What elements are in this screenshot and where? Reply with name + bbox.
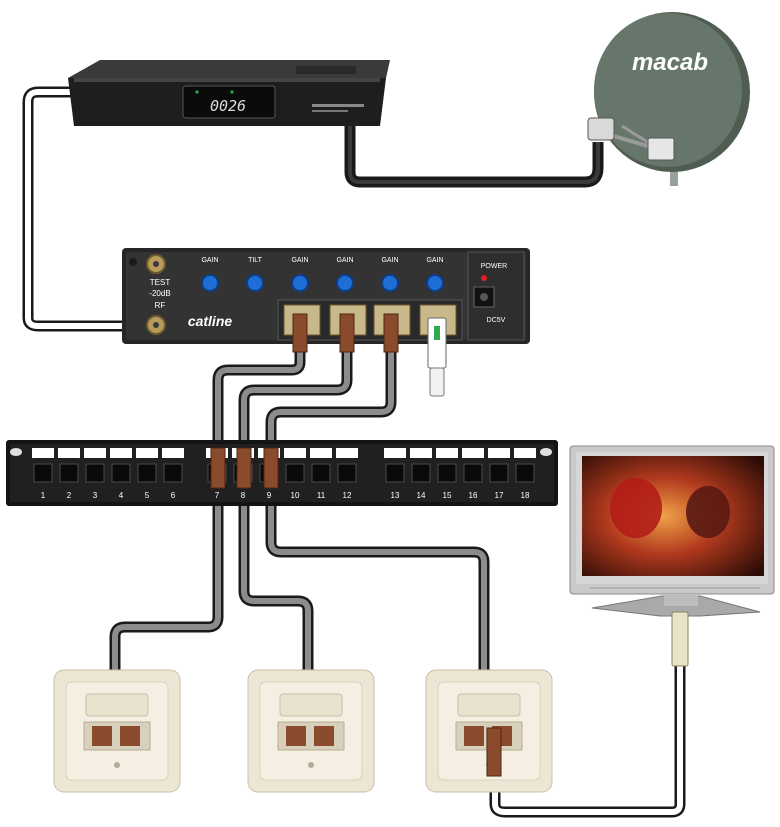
satellite-dish: macab [588,12,750,186]
patch-port-number: 12 [343,491,352,500]
gain-knob[interactable] [427,275,443,291]
patch-port-number: 10 [291,491,300,500]
patch-port-number: 16 [469,491,478,500]
rj45-plug [264,448,278,488]
wall-outlet [54,670,180,792]
satellite-receiver: 0026 [68,60,390,126]
knob-label: GAIN [381,257,398,264]
outlet-port[interactable] [120,726,140,746]
coax-receiver-to-dish [350,125,598,182]
terminator-plug [428,318,446,368]
knob-label: TILT [248,257,263,264]
dish-brand: macab [632,49,708,76]
amplifier: TEST -20dB RF catline GAIN TILT GAIN GAI… [122,248,530,396]
patch-port-number: 14 [417,491,426,500]
amplifier-brand: catline [188,313,233,329]
port-label-strip [110,448,132,458]
patch-port[interactable] [386,464,404,482]
rj45-plug [487,728,501,776]
port-label-strip [162,448,184,458]
patch-port[interactable] [438,464,456,482]
patch-port-number: 5 [145,491,150,500]
patch-port-number: 13 [391,491,400,500]
port-label-strip [84,448,106,458]
outlet-port[interactable] [314,726,334,746]
dc-label: DC5V [487,317,506,324]
port-label-strip [136,448,158,458]
gain-knob[interactable] [337,275,353,291]
tv-screen [582,456,764,576]
outlet-port[interactable] [92,726,112,746]
port-label-strip [410,448,432,458]
outlet-port[interactable] [464,726,484,746]
knob-label: GAIN [426,257,443,264]
patch-port[interactable] [138,464,156,482]
patch-port[interactable] [490,464,508,482]
patch-port[interactable] [112,464,130,482]
patch-port[interactable] [34,464,52,482]
port-label-strip [32,448,54,458]
knob-label: GAIN [291,257,308,264]
gain-knob[interactable] [292,275,308,291]
port-label-strip [284,448,306,458]
patch-port-number: 9 [267,491,272,500]
television [570,446,774,666]
port-label-strip [310,448,332,458]
patch-port[interactable] [338,464,356,482]
patch-port-number: 7 [215,491,220,500]
outlet-port[interactable] [286,726,306,746]
wall-outlets [54,670,552,792]
patch-port[interactable] [464,464,482,482]
port-label-strip [336,448,358,458]
port-label-strip [436,448,458,458]
rj45-plug [211,448,225,488]
patch-port[interactable] [164,464,182,482]
patch-port[interactable] [286,464,304,482]
port-label-strip [514,448,536,458]
wall-outlet [248,670,374,792]
knob-label: GAIN [336,257,353,264]
gain-knob[interactable] [202,275,218,291]
patch-port[interactable] [86,464,104,482]
knob-label: GAIN [201,257,218,264]
receiver-display: 0026 [210,97,246,115]
rj45-plug [293,314,307,352]
rj45-plug [237,448,251,488]
patch-port-number: 18 [521,491,530,500]
power-led [481,275,487,281]
patch-port[interactable] [312,464,330,482]
test-level-label: -20dB [149,289,170,298]
rf-label: RF [155,301,166,310]
patch-port-number: 11 [317,491,326,500]
rj45-plug [340,314,354,352]
patch-port-number: 2 [67,491,72,500]
lnb [588,118,614,140]
patch-port[interactable] [60,464,78,482]
patch-port-number: 4 [119,491,124,500]
patch-port-number: 15 [443,491,452,500]
port-label-strip [384,448,406,458]
port-label-strip [58,448,80,458]
patch-port-number: 3 [93,491,98,500]
power-label: POWER [481,263,507,270]
tilt-knob[interactable] [247,275,263,291]
port-label-strip [488,448,510,458]
gain-knob[interactable] [382,275,398,291]
patch-port-number: 8 [241,491,246,500]
cable-port-7-to-outlet-1 [115,505,218,676]
patch-port[interactable] [412,464,430,482]
cable-amp-to-port-7 [218,345,300,452]
cable-amp-to-port-9 [271,345,391,452]
patch-port-number: 1 [41,491,46,500]
patch-port-number: 17 [495,491,504,500]
port-label-strip [462,448,484,458]
rj45-plug [384,314,398,352]
patch-port[interactable] [516,464,534,482]
patch-port-number: 6 [171,491,176,500]
test-label: TEST [150,278,171,287]
wall-outlet [426,670,552,792]
tv-coax-plug [672,612,688,666]
